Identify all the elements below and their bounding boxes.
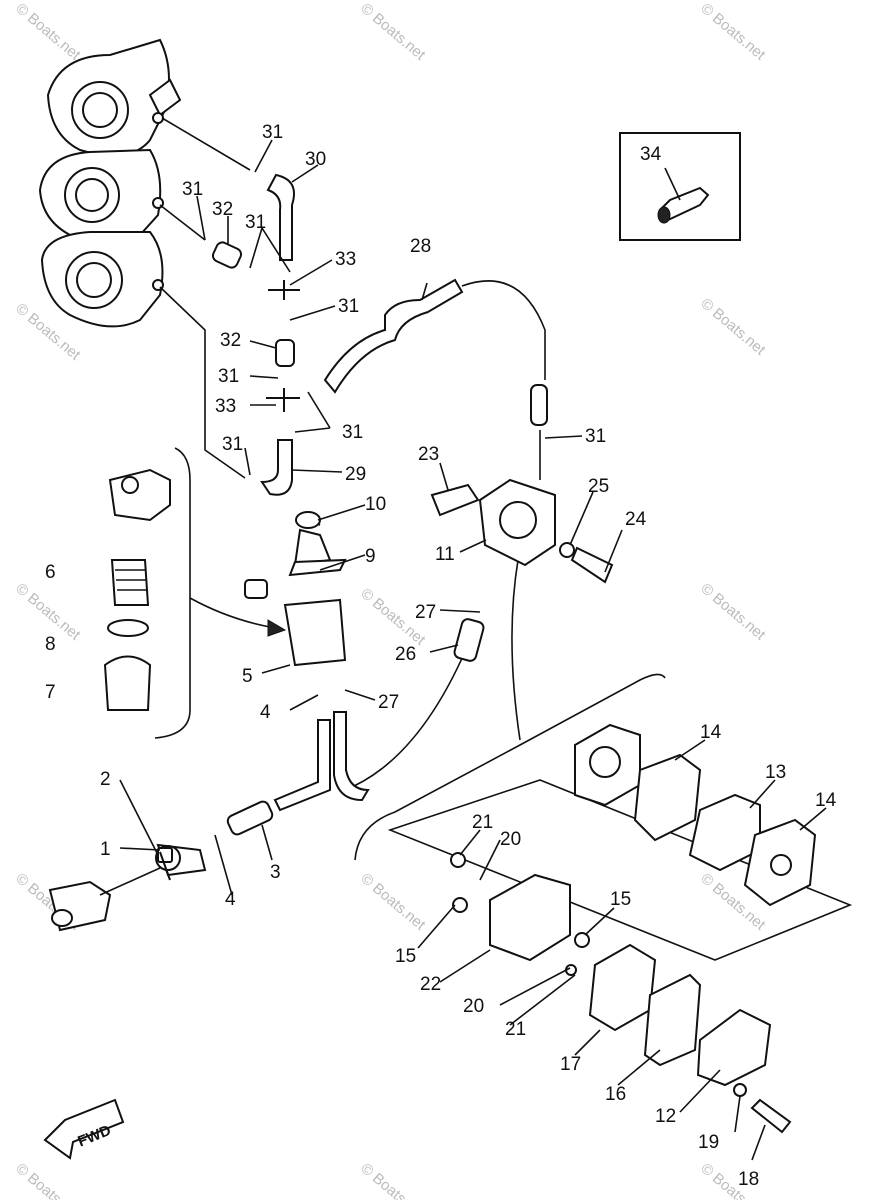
callout-23: 23 (418, 444, 439, 465)
hose-26 (453, 618, 485, 662)
callout-31: 31 (182, 179, 203, 200)
watermark: © Boats.net (697, 295, 769, 359)
callout-33: 33 (215, 396, 236, 417)
callout-25: 25 (588, 476, 609, 497)
filter-arrow-line (189, 597, 276, 629)
callout-32: 32 (220, 330, 241, 351)
callout-17: 17 (560, 1054, 581, 1075)
callout-11: 11 (435, 544, 455, 565)
fuel-lines (159, 117, 548, 791)
watermark: © Boats.net (12, 1160, 84, 1200)
callout-2: 2 (100, 769, 111, 790)
callout-28: 28 (410, 236, 431, 257)
callout-21: 21 (472, 812, 493, 833)
callout-5: 5 (242, 666, 253, 687)
callout-20: 20 (463, 996, 484, 1017)
callout-20: 20 (500, 829, 521, 850)
watermark: © Boats.net (697, 580, 769, 644)
callout-9: 9 (365, 546, 376, 567)
callout-10: 10 (365, 494, 386, 515)
fwd-arrow: FWD (43, 1098, 125, 1160)
callouts: 1 2 3 4 4 5 6 7 8 9 10 11 12 13 14 14 15… (45, 122, 837, 1190)
callout-33: 33 (335, 249, 356, 270)
callout-26: 26 (395, 644, 416, 665)
watermark: © Boats.net (357, 0, 429, 64)
watermark: © Boats.net (357, 870, 429, 934)
callout-15: 15 (395, 946, 416, 967)
callout-31: 31 (585, 426, 606, 447)
callout-21: 21 (505, 1019, 526, 1040)
callout-31: 31 (338, 296, 359, 317)
callout-4: 4 (225, 889, 236, 910)
callout-31: 31 (342, 422, 363, 443)
callout-19: 19 (698, 1132, 719, 1153)
filter-outlet-hoses (226, 711, 370, 836)
callout-31: 31 (245, 212, 266, 233)
callout-27: 27 (378, 692, 399, 713)
watermark: © Boats.net (12, 0, 84, 64)
callout-18: 18 (738, 1169, 759, 1190)
watermark: © Boats.net (697, 0, 769, 64)
part-34-box (619, 132, 741, 241)
callout-31: 31 (222, 434, 243, 455)
callout-24: 24 (625, 509, 647, 530)
callout-14: 14 (815, 790, 837, 811)
callout-3: 3 (270, 862, 281, 883)
carburetor-assembly (38, 38, 182, 328)
callout-7: 7 (45, 682, 56, 703)
callout-16: 16 (605, 1084, 626, 1105)
callout-30: 30 (305, 149, 326, 170)
callout-6: 6 (45, 562, 56, 583)
callout-34: 34 (640, 144, 662, 165)
callout-29: 29 (345, 464, 366, 485)
callout-12: 12 (655, 1106, 676, 1127)
callout-leaders (119, 139, 827, 1161)
callout-22: 22 (420, 974, 441, 995)
filter-body (244, 511, 347, 667)
pump-exploded-frame (354, 673, 853, 961)
callout-31: 31 (218, 366, 239, 387)
pump-parts (450, 723, 817, 1134)
watermark: © Boats.net (357, 1160, 429, 1200)
callout-27: 27 (415, 602, 436, 623)
callout-32: 32 (212, 199, 233, 220)
callout-4: 4 (260, 702, 271, 723)
callout-14: 14 (700, 722, 722, 743)
fuel-connector (48, 843, 207, 932)
callout-15: 15 (610, 889, 631, 910)
filter-arrow-head (267, 619, 287, 637)
filter-group-bracket (154, 447, 191, 739)
callout-8: 8 (45, 634, 56, 655)
callout-31: 31 (262, 122, 283, 143)
fuel-filter-parts (103, 468, 171, 711)
callout-1: 1 (100, 839, 111, 860)
callout-13: 13 (765, 762, 786, 783)
fuel-pump (430, 478, 614, 584)
